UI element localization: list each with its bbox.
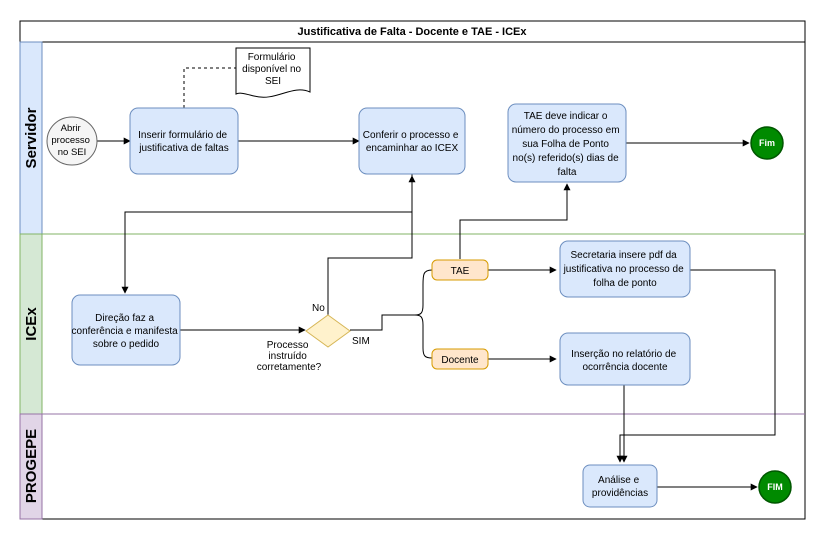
- svg-text:Conferir o processo e en: Conferir o processo e encaminhar ao ICEX: [363, 130, 461, 154]
- edge-decision-no: [327, 175, 416, 315]
- tag-tae[interactable]: TAE: [431, 259, 489, 281]
- task-direction[interactable]: Direção faz a conferência e manifesta so…: [71, 294, 181, 366]
- svg-text:Direção faz a conferênci: Direção faz a conferência e manifesta so…: [72, 313, 181, 350]
- edge-label-yes: SIM: [352, 336, 370, 347]
- svg-text:TAE deve indicar o númer: TAE deve indicar o número do processo em…: [512, 111, 623, 178]
- task-insercao[interactable]: Inserção no relatório de ocorrência doce…: [559, 332, 691, 386]
- svg-text:Docente: Docente: [441, 355, 479, 366]
- task-analise[interactable]: Análise e providências: [582, 464, 658, 508]
- svg-text:Abrir processo no: Abrir processo no SEI: [51, 123, 92, 158]
- svg-text:FIM: FIM: [767, 482, 783, 492]
- task-secretaria[interactable]: Secretaria insere pdf da justificativa n…: [559, 240, 691, 298]
- end-event-servidor[interactable]: Fim: [750, 126, 784, 160]
- edge-decision-yes: [350, 314, 415, 331]
- pool-title: Justificativa de Falta - Docente e TAE -…: [297, 26, 527, 38]
- svg-text:Inserção no relatório de: Inserção no relatório de ocorrência doce…: [571, 349, 679, 373]
- svg-text:Formulário disponível no: Formulário disponível no SEI: [242, 52, 304, 87]
- lane-header-progepe: [19, 413, 43, 520]
- svg-text:Secretaria insere pdf da: Secretaria insere pdf da justificativa n…: [563, 250, 687, 289]
- task-insert-form[interactable]: Inserir formulário de justificativa de f…: [129, 107, 239, 175]
- edge-secretaria-to-analise: [616, 269, 776, 463]
- svg-text:Análise e providências: Análise e providências: [592, 475, 648, 499]
- edge-document-association: [183, 67, 236, 108]
- edge-tae-to-indicate: [459, 183, 571, 259]
- svg-text:Inserir formulário de ju: Inserir formulário de justificativa de f…: [138, 130, 230, 154]
- document-formulario[interactable]: Formulário disponível no SEI: [235, 47, 311, 98]
- end-event-progepe[interactable]: FIM: [758, 470, 792, 504]
- decision-label: Processo instruído corretamente?: [257, 340, 322, 373]
- branch-bracket: [414, 269, 433, 359]
- lane-label-icex: ICEx: [23, 307, 40, 341]
- edge-label-no: No: [312, 303, 325, 314]
- tag-docente[interactable]: Docente: [431, 348, 489, 370]
- decision-gateway[interactable]: [305, 314, 351, 348]
- task-check-process[interactable]: Conferir o processo e encaminhar ao ICEX: [358, 107, 466, 175]
- lane-label-servidor: Servidor: [23, 107, 40, 168]
- task-tae-indicate[interactable]: TAE deve indicar o número do processo em…: [507, 103, 627, 183]
- svg-text:Fim: Fim: [759, 138, 775, 148]
- lane-label-progepe: PROGEPE: [23, 429, 40, 503]
- start-event[interactable]: Abrir processo no SEI: [46, 116, 98, 166]
- svg-text:TAE: TAE: [451, 266, 470, 277]
